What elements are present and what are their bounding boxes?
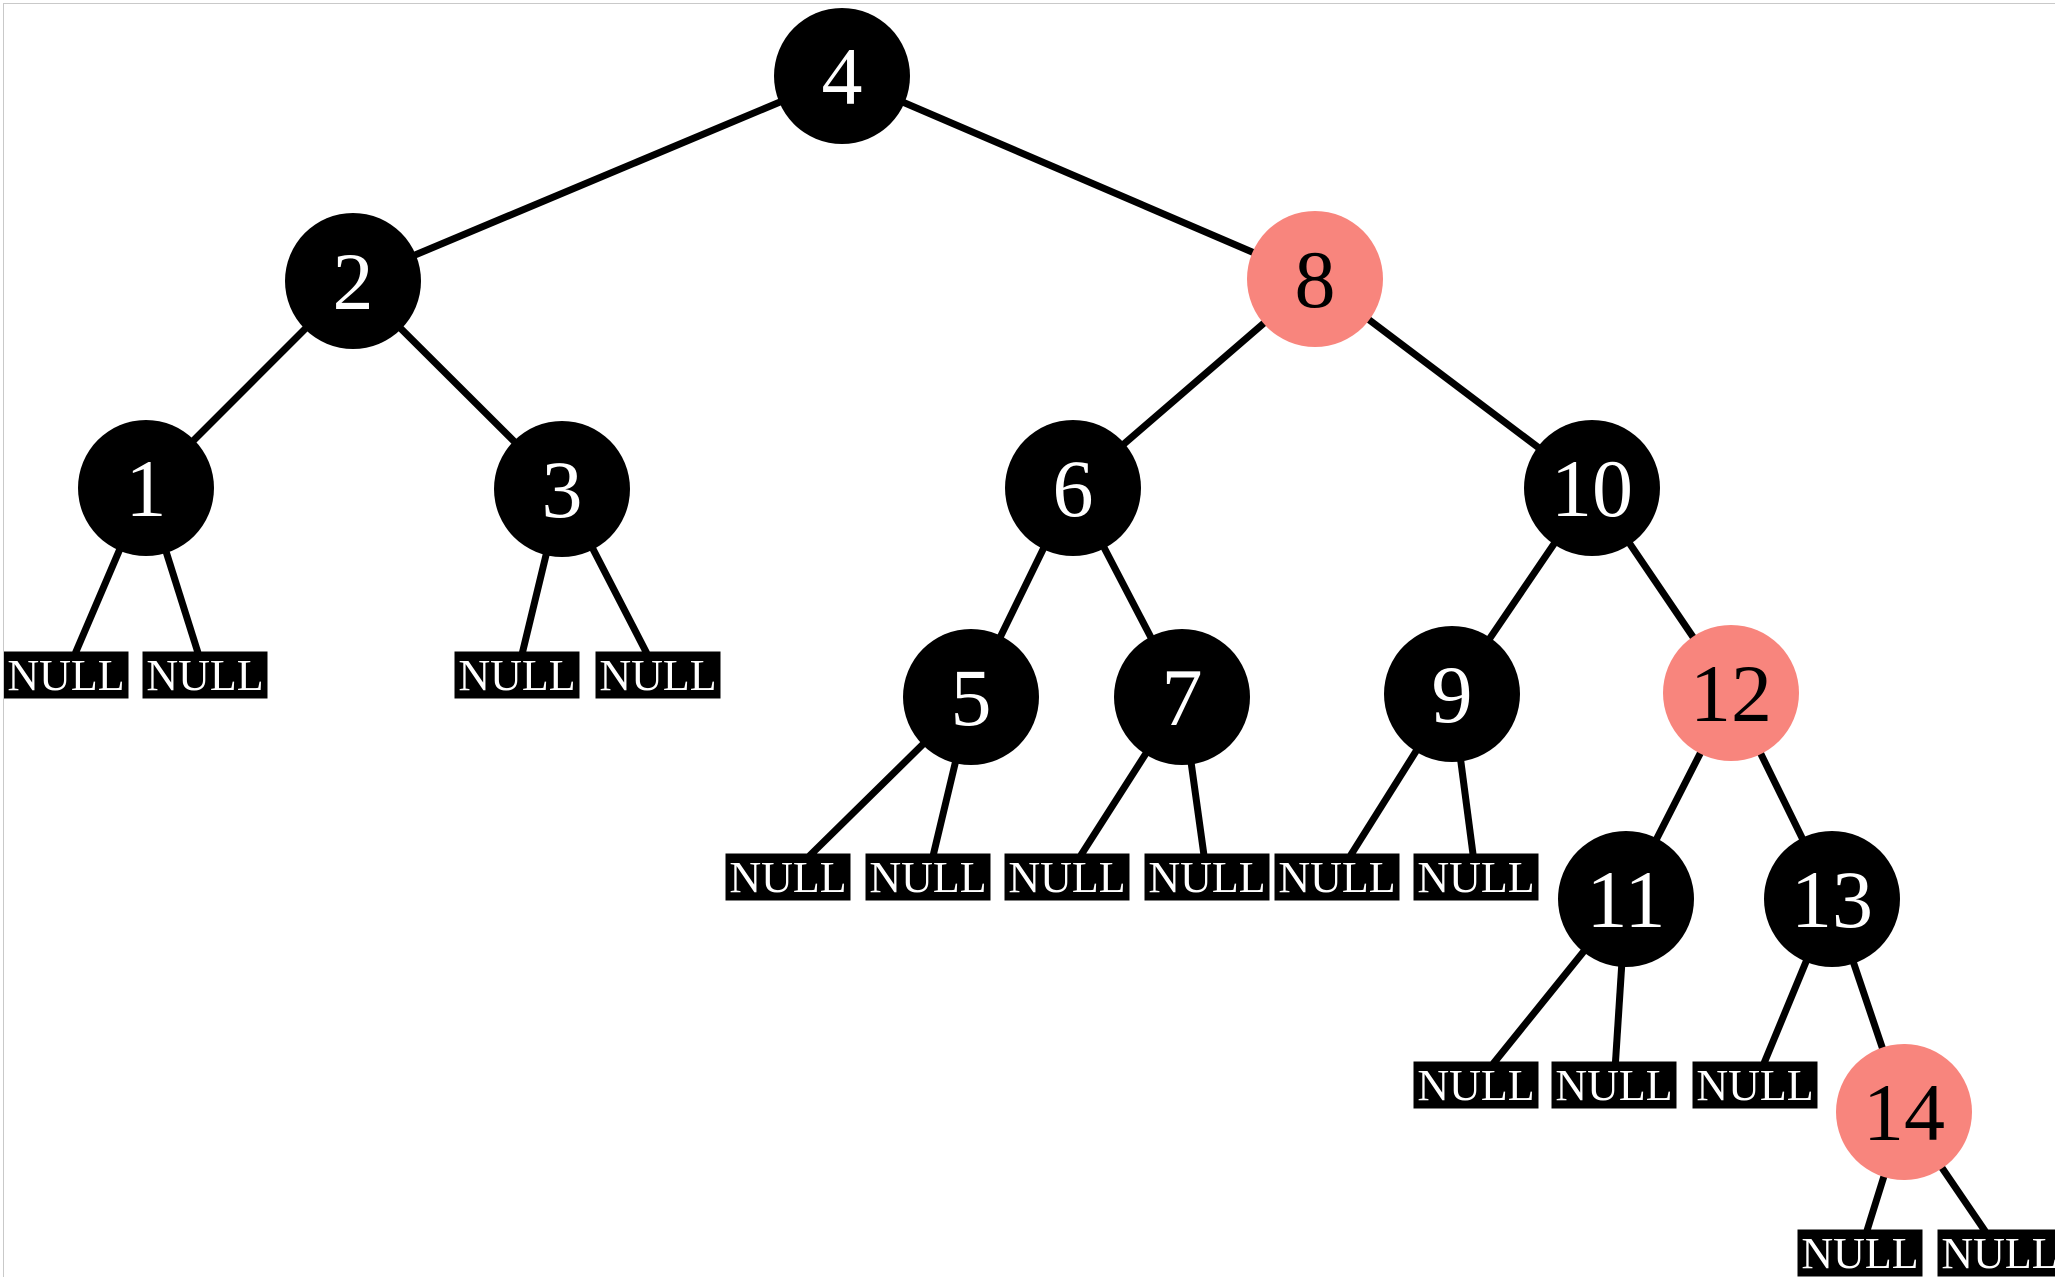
node-value-label: 8 — [1295, 234, 1336, 325]
tree-node-2: 2 — [285, 213, 421, 349]
null-leaf-label: NULL — [1696, 1061, 1813, 1110]
tree-node-10: 10 — [1524, 420, 1660, 556]
null-leaf-n4: NULL — [595, 651, 721, 700]
tree-node-8: 8 — [1247, 211, 1383, 347]
null-leaf-box — [1551, 1061, 1677, 1109]
node-value-label: 3 — [542, 444, 583, 535]
black-node-circle — [774, 8, 910, 144]
black-node-circle — [1005, 420, 1141, 556]
black-node-circle — [285, 213, 421, 349]
black-node-circle — [1524, 420, 1660, 556]
black-node-circle — [1558, 831, 1694, 967]
null-leaf-n10: NULL — [1413, 853, 1539, 902]
null-leaf-label: NULL — [1008, 853, 1125, 902]
null-leaf-box — [1274, 853, 1400, 901]
node-value-label: 9 — [1432, 649, 1473, 740]
black-node-circle — [494, 421, 630, 557]
node-value-label: 6 — [1053, 443, 1094, 534]
null-leaf-n13: NULL — [1692, 1061, 1818, 1110]
red-node-circle — [1247, 211, 1383, 347]
null-leaf-box — [1692, 1061, 1818, 1109]
tree-node-5: 5 — [903, 629, 1039, 765]
node-value-label: 5 — [951, 652, 992, 743]
black-node-circle — [1764, 831, 1900, 967]
null-leaf-n7: NULL — [1004, 853, 1130, 902]
null-leaf-label: NULL — [146, 651, 263, 700]
tree-node-11: 11 — [1558, 831, 1694, 967]
tree-node-13: 13 — [1764, 831, 1900, 967]
node-value-label: 2 — [333, 236, 374, 327]
null-leaf-label: NULL — [7, 651, 124, 700]
node-value-label: 7 — [1162, 652, 1203, 743]
null-leaf-box — [595, 651, 721, 699]
null-leaf-box — [1144, 853, 1270, 901]
null-leaf-n12: NULL — [1551, 1061, 1677, 1110]
null-leaf-box — [142, 651, 268, 699]
null-leaf-label: NULL — [1555, 1061, 1672, 1110]
node-value-label: 14 — [1863, 1067, 1945, 1158]
null-leaf-n1: NULL — [3, 651, 129, 700]
node-value-label: 4 — [822, 31, 863, 122]
tree-node-14: 14 — [1836, 1044, 1972, 1180]
node-value-label: 13 — [1791, 854, 1873, 945]
tree-edge-4-2 — [351, 72, 844, 285]
black-node-circle — [903, 629, 1039, 765]
null-leaf-n5: NULL — [725, 853, 851, 902]
tree-node-12: 12 — [1663, 625, 1799, 761]
null-leaf-label: NULL — [1941, 1229, 2055, 1277]
node-value-label: 10 — [1551, 443, 1633, 534]
null-leaf-box — [1413, 853, 1539, 901]
null-leaf-box — [3, 651, 129, 699]
tree-edge-4-8 — [840, 72, 1317, 283]
red-node-circle — [1836, 1044, 1972, 1180]
tree-node-6: 6 — [1005, 420, 1141, 556]
tree-node-1: 1 — [78, 420, 214, 556]
null-leaf-box — [1797, 1229, 1923, 1277]
null-leaf-label: NULL — [1801, 1229, 1918, 1277]
node-value-label: 11 — [1587, 854, 1666, 945]
null-leaf-box — [1004, 853, 1130, 901]
tree-node-3: 3 — [494, 421, 630, 557]
tree-node-7: 7 — [1114, 629, 1250, 765]
null-leaf-n6: NULL — [865, 853, 991, 902]
null-leaf-box — [865, 853, 991, 901]
null-leaf-n2: NULL — [142, 651, 268, 700]
null-leaf-label: NULL — [1278, 853, 1395, 902]
null-leaf-label: NULL — [1148, 853, 1265, 902]
null-leaf-box — [1937, 1229, 2055, 1277]
null-leaf-label: NULL — [599, 651, 716, 700]
red-node-circle — [1663, 625, 1799, 761]
tree-node-9: 9 — [1384, 626, 1520, 762]
null-leaf-n8: NULL — [1144, 853, 1270, 902]
node-value-label: 1 — [126, 443, 167, 534]
node-value-label: 12 — [1690, 648, 1772, 739]
null-leaf-box — [454, 651, 580, 699]
null-leaf-n3: NULL — [454, 651, 580, 700]
null-leaf-box — [1413, 1061, 1539, 1109]
null-leaf-n9: NULL — [1274, 853, 1400, 902]
black-node-circle — [78, 420, 214, 556]
null-leaf-n11: NULL — [1413, 1061, 1539, 1110]
null-leaf-label: NULL — [1417, 1061, 1534, 1110]
null-leaf-label: NULL — [729, 853, 846, 902]
null-leaf-box — [725, 853, 851, 901]
null-leaf-label: NULL — [869, 853, 986, 902]
null-leaf-n14: NULL — [1797, 1229, 1923, 1277]
black-node-circle — [1384, 626, 1520, 762]
null-leaf-label: NULL — [1417, 853, 1534, 902]
null-leaf-label: NULL — [458, 651, 575, 700]
black-node-circle — [1114, 629, 1250, 765]
tree-node-4: 4 — [774, 8, 910, 144]
null-leaf-n15: NULL — [1937, 1229, 2055, 1277]
